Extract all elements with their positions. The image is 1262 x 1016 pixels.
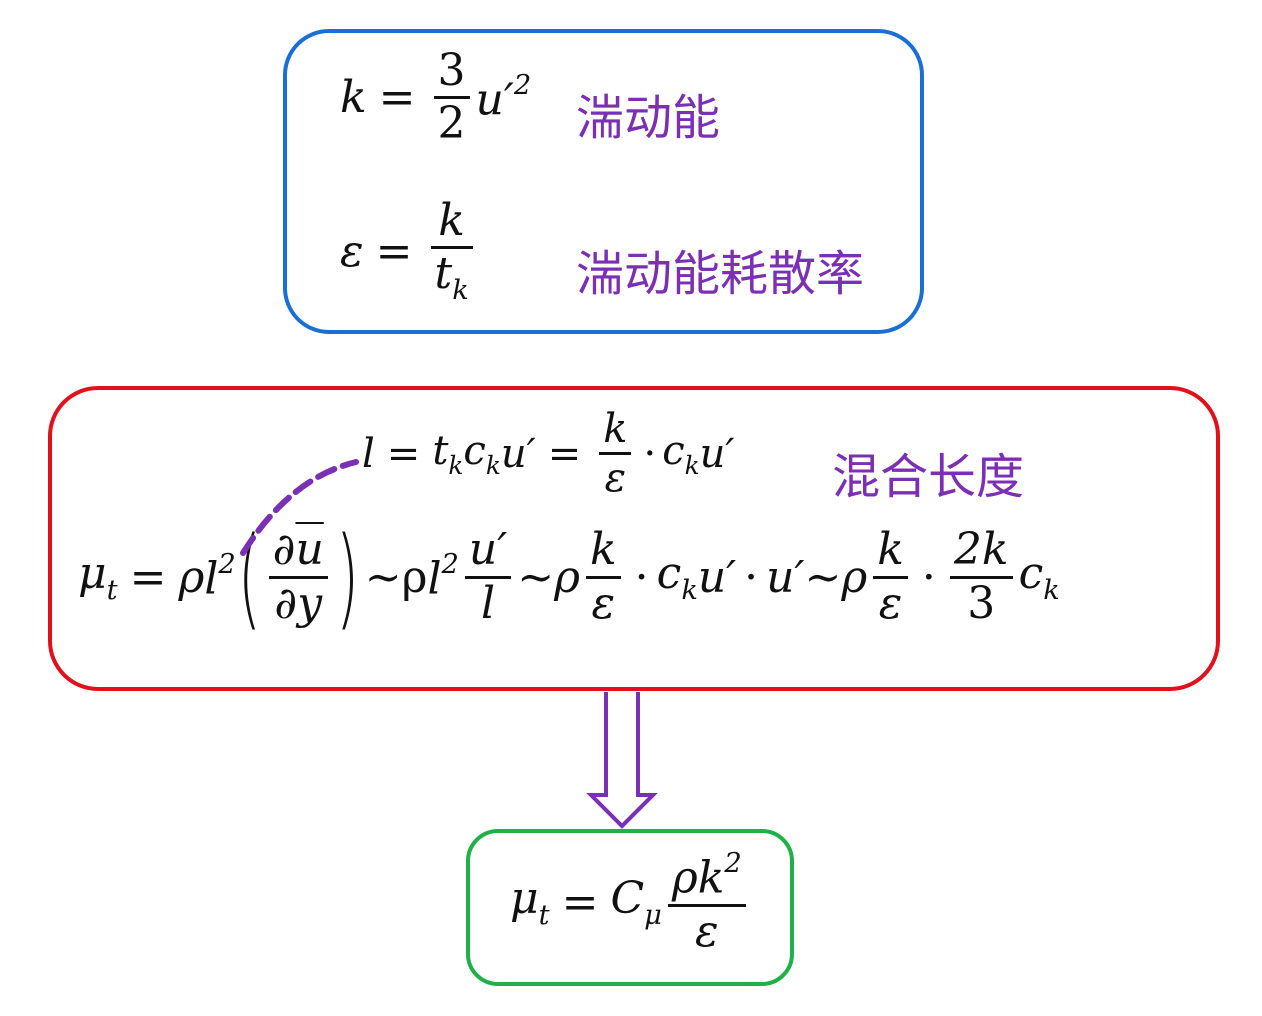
u-prime-squared: u′2	[475, 69, 532, 126]
fraction-k-over-epsilon-1: k ε	[585, 527, 621, 626]
eddy-viscosity-derivation: μt = ρ l2 ( ∂u ∂y ) ~ ρ l2 u′ l ~ ρ k ε …	[78, 513, 1060, 641]
equals-sign: =	[378, 72, 416, 124]
fraction-u-over-l: u′ l	[464, 527, 512, 626]
dissipation-equation: ε = k tk	[340, 197, 479, 306]
right-paren: )	[335, 513, 360, 641]
fraction-rho-k2-over-epsilon: ρk2 ε	[667, 849, 746, 955]
label-dissipation: 湍动能耗散率	[576, 246, 865, 302]
tke-equation: k = 3 2 u′2	[340, 47, 532, 147]
equals-sign: =	[375, 226, 413, 278]
label-tke: 湍动能	[576, 90, 721, 146]
symbol-epsilon: ε	[340, 226, 364, 278]
fraction-partial-derivative: ∂u ∂y	[268, 527, 328, 626]
fraction-three-halves: 3 2	[433, 47, 470, 147]
result-equation: μt = Cμ ρk2 ε	[510, 849, 752, 955]
symbol-k: k	[340, 72, 367, 124]
down-arrow-icon	[586, 692, 658, 829]
fraction-2k-over-3: 2k 3	[949, 527, 1013, 626]
tke-definitions-box	[283, 29, 924, 334]
dashed-connector	[240, 459, 359, 556]
label-mixing-length: 混合长度	[832, 449, 1025, 505]
mixing-length-equation: l = tk ck u′ = k ε · ck u′	[362, 406, 735, 501]
fraction-k-over-epsilon: k ε	[599, 408, 632, 499]
fraction-k-over-tk: k tk	[430, 197, 473, 306]
symbol-l: l	[362, 430, 375, 477]
mixing-length-derivation-box	[48, 386, 1220, 691]
fraction-k-over-epsilon-2: k ε	[873, 527, 908, 626]
result-box	[466, 829, 794, 986]
